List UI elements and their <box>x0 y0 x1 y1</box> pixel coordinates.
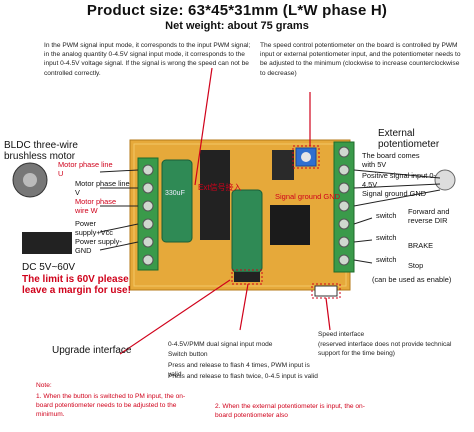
board-gnd-text: Signal ground GND <box>275 192 341 201</box>
external-pot-label: External potentiometer <box>378 128 440 150</box>
capacitor-1 <box>161 159 193 243</box>
speed-interface-note: (reserved interface does not provide tec… <box>318 341 452 358</box>
switch-3-label: switch <box>376 255 397 264</box>
limit-note: The limit is 60V please leave a margin f… <box>22 274 131 296</box>
board-ext-signal-text: Ext信号接入 <box>198 183 242 192</box>
brake-label: BRAKE <box>408 241 434 250</box>
press-four-label: Press and release to flash 4 times, PWM … <box>168 362 310 379</box>
note-label: Note: <box>36 382 52 389</box>
power-gnd-label: Power supply-GND <box>75 237 122 255</box>
upgrade-interface-label: Upgrade interface <box>52 345 132 356</box>
stop-label: Stop <box>408 261 424 270</box>
product-subtitle: Net weight: about 75 grams <box>165 20 309 32</box>
dual-mode-label: 0-4.5V/PMM dual signal input mode <box>168 341 273 348</box>
dc-range-label: DC 5V~60V <box>22 262 76 273</box>
switch-1-label: switch <box>376 211 397 220</box>
phase-u-label: Motor phase line U <box>58 160 113 178</box>
power-vcc-label: Power supply+Vcc <box>75 219 113 237</box>
power-supply-icon <box>22 232 72 254</box>
pwm-mode-note: In the PWM signal input mode, it corresp… <box>44 42 251 77</box>
product-title: Product size: 63*45*31mm (L*W phase H) <box>86 2 388 19</box>
phase-w-label: Motor phase wire W <box>75 197 117 215</box>
note-2: 2. When the external potentiometer is in… <box>215 403 365 420</box>
note-1: 1. When the button is switched to PM inp… <box>36 393 186 419</box>
enable-note: (can be used as enable) <box>372 275 452 284</box>
signal-gnd-label: Signal ground GND <box>362 189 427 198</box>
mosfet-array <box>200 150 230 240</box>
speed-pot-note: The speed control potentiometer on the b… <box>260 42 461 77</box>
external-pot-icon <box>434 169 456 191</box>
switch-button-label: Switch button <box>168 351 208 358</box>
switch-2-label: switch <box>376 233 397 242</box>
speed-interface-label: Speed interface <box>318 331 365 338</box>
phase-v-label: Motor phase line V <box>75 179 130 197</box>
driver-chip <box>270 205 310 245</box>
positive-signal-label: Positive signal input 0-4.5V <box>362 171 436 189</box>
capacitor-2 <box>231 189 263 273</box>
board-5v-label: The board comes with 5V <box>362 151 420 169</box>
fwd-rev-label: Forward and reverse DIR <box>408 207 450 225</box>
press-two-label: Press and release to flash twice, 0-4.5 … <box>168 373 318 380</box>
cap-label: 330uF <box>165 190 185 197</box>
motor-title: BLDC three-wire brushless motor <box>4 140 78 162</box>
